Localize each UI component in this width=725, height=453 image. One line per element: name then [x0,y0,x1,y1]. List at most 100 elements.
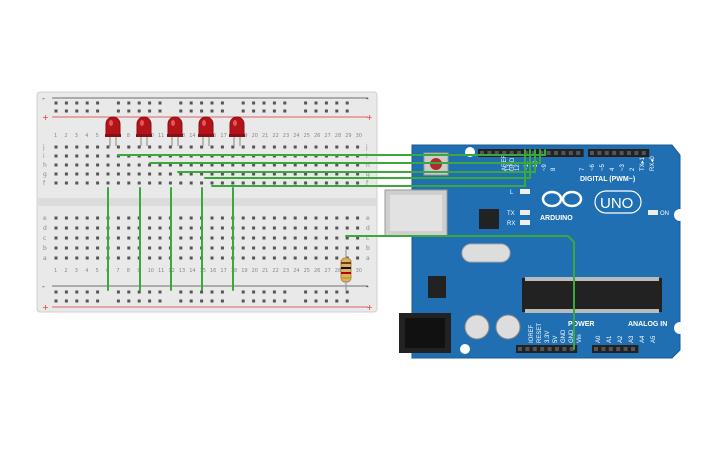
header-pin[interactable] [487,151,492,155]
breadboard-hole [127,256,131,260]
header-pin[interactable] [525,347,530,351]
header-pin[interactable] [616,347,621,351]
header-pin[interactable] [518,347,522,351]
header-pin[interactable] [612,151,617,155]
column-number-top: 14 [189,133,195,139]
header-pin[interactable] [568,151,573,155]
header-pin[interactable] [623,347,628,351]
header-pin[interactable] [539,151,544,155]
header-pin[interactable] [597,151,602,155]
column-number-bottom: 11 [158,268,164,274]
rail-hole [54,290,58,294]
header-pin[interactable] [576,151,581,155]
analog-pin-label: A0 [596,335,602,343]
header-pin[interactable] [546,151,551,155]
digital-header-right[interactable] [588,149,650,157]
header-pin[interactable] [562,347,567,351]
rail-hole [272,109,276,113]
header-pin[interactable] [561,151,566,155]
header-pin[interactable] [634,151,639,155]
led-rim [167,134,183,137]
header-pin[interactable] [601,347,606,351]
header-pin[interactable] [540,347,545,351]
breadboard-hole [335,256,339,260]
header-pin[interactable] [631,347,635,351]
rail-hole [220,290,224,294]
led-5[interactable] [229,116,245,146]
breadboard-hole [189,226,193,230]
header-pin[interactable] [569,347,574,351]
header-pin[interactable] [531,151,536,155]
row-label-right: b [366,245,370,252]
breadboard-hole [189,236,193,240]
row-label-left: a [43,255,47,262]
header-pin[interactable] [502,151,507,155]
header-pin[interactable] [494,151,499,155]
header-pin[interactable] [627,151,631,155]
wire-led2-to-pin[interactable] [149,149,541,164]
breadboard-hole [54,216,58,220]
header-pin[interactable] [590,151,594,155]
header-pin[interactable] [517,151,521,155]
header-pin[interactable] [641,151,646,155]
tx-label: TX [507,211,515,217]
led-3[interactable] [167,116,183,146]
breadboard-hole [356,256,360,260]
resistor-band-1 [341,262,351,264]
wire-led3-to-pin[interactable] [177,149,536,173]
wire-led5-to-pin[interactable] [211,149,526,187]
analog-header[interactable] [592,345,639,353]
led-4[interactable] [198,116,214,146]
header-pin[interactable] [480,151,484,155]
breadboard-hole [314,181,318,185]
header-pin[interactable] [532,347,537,351]
arduino-uno-board[interactable]: ON L TX RX ARDUINO UNO DIGITAL (PWM~) PO… [384,144,686,359]
breadboard-hole [200,181,204,185]
led-highlight [171,120,175,126]
breadboard-hole [262,181,266,185]
leds[interactable] [105,116,245,146]
breadboard-hole [96,172,100,176]
led-1[interactable] [105,116,121,146]
header-pin[interactable] [608,347,613,351]
header-pin[interactable] [594,347,598,351]
rail-hole [158,299,162,303]
digital-pin-label: ~9 [542,163,548,171]
power-header[interactable] [516,345,578,353]
header-pin[interactable] [619,151,624,155]
wires[interactable] [107,149,575,350]
breadboard-hole [64,181,68,185]
breadboard-hole [127,181,131,185]
wire-led1-to-pin[interactable] [117,149,546,156]
breadboard-hole [356,163,360,167]
capacitor-2 [495,314,521,340]
column-number-top: 3 [75,133,78,139]
analog-pin-label: A2 [618,335,624,343]
column-number-bottom: 24 [293,268,299,274]
breadboard-hole [241,236,245,240]
wire-led4-to-pin[interactable] [204,149,531,179]
header-pin[interactable] [554,151,558,155]
led-2[interactable] [136,116,152,146]
header-pin[interactable] [509,151,514,155]
resistor[interactable] [340,250,352,290]
header-pin[interactable] [555,347,559,351]
rail-hole [324,299,328,303]
header-base [592,345,639,353]
breadboard-hole [158,256,162,260]
row-label-left: f [43,180,46,187]
header-pin[interactable] [547,347,552,351]
rail-minus-label-bottom-right: - [366,282,369,291]
header-pin[interactable] [604,151,609,155]
rail-hole [262,109,266,113]
rail-hole [189,109,193,113]
breadboard-hole [252,172,256,176]
breadboard-hole [54,256,58,260]
breadboard-hole [335,172,339,176]
rail-hole [96,290,100,294]
rail-hole [54,299,58,303]
header-pin[interactable] [524,151,529,155]
breadboard-hole [75,256,79,260]
wire-gnd-to-arduino[interactable] [345,235,575,350]
